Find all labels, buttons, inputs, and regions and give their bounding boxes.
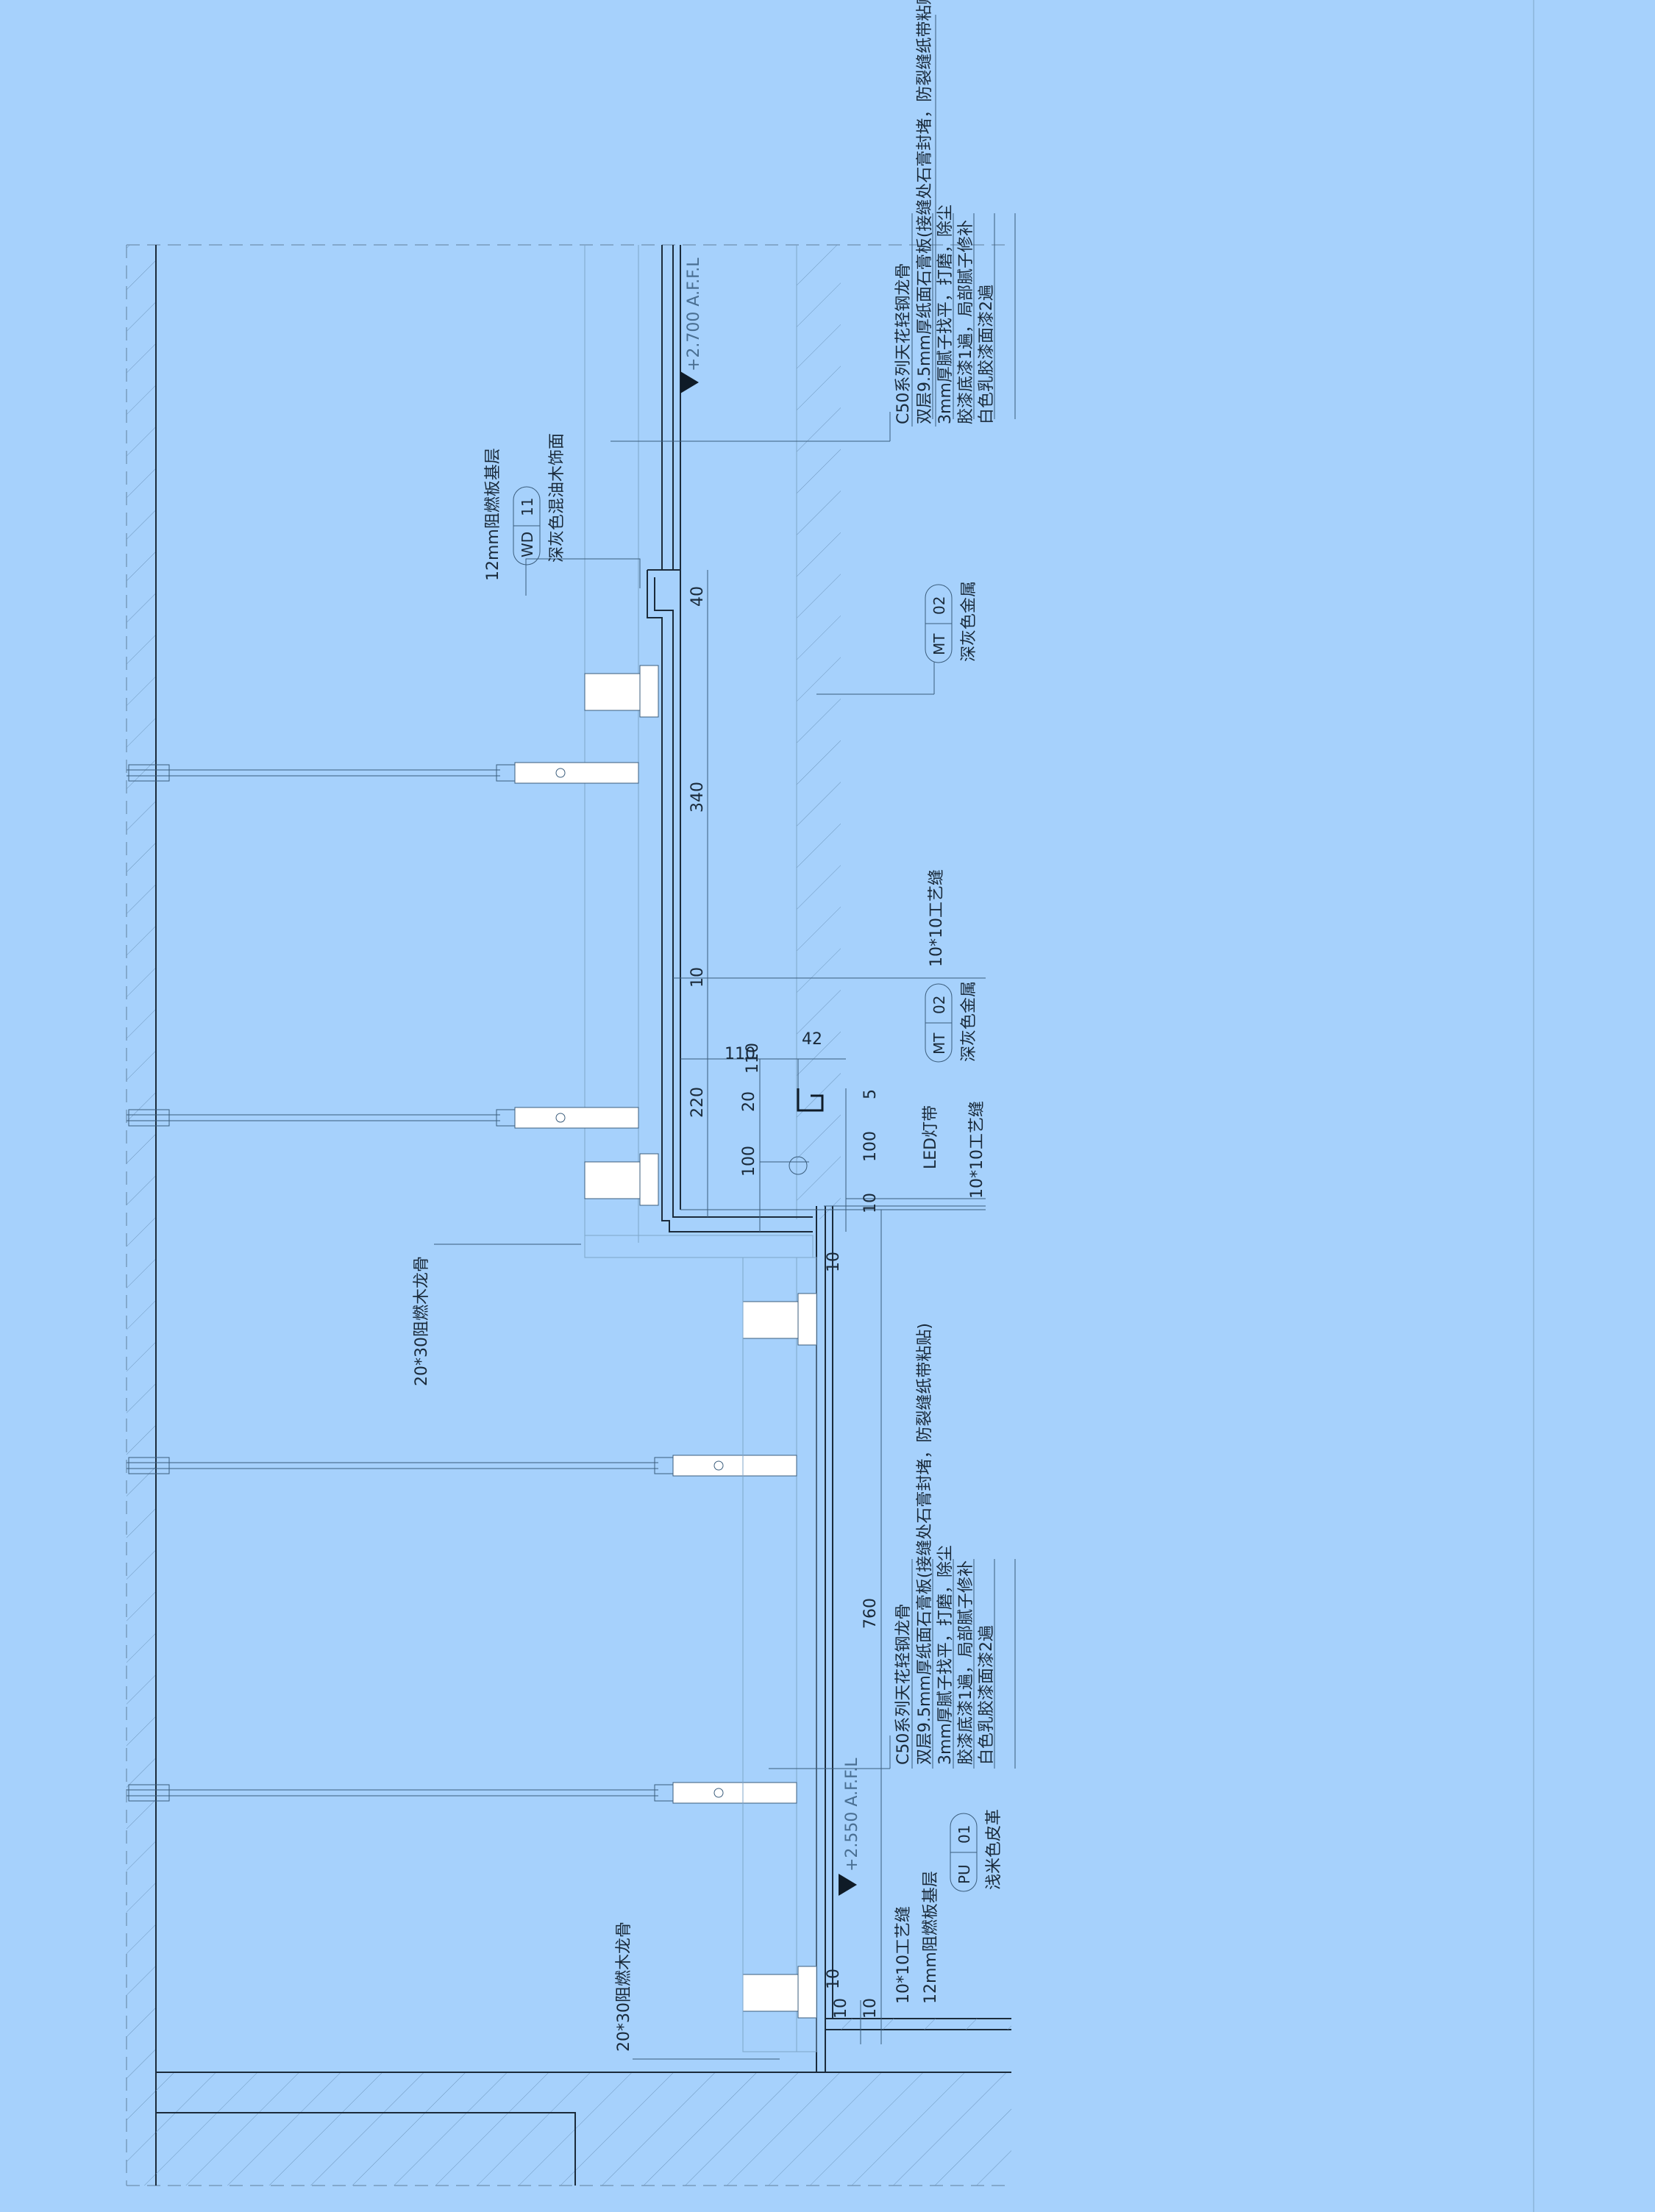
wd-material-note: 12mm阻燃板基层 WD 11 深灰色混油木饰面 [484,433,566,581]
spec-upper-line-3: 3mm厚腻子找平，打磨，除尘 [936,204,955,424]
board-base-label-lower: 12mm阻燃板基层 [922,1871,940,2004]
dim-760: 760 [861,1598,880,1629]
dim-10f: 10 [832,1998,850,2019]
elevation-marker-upper: +2.700 A.F.F.L [680,257,703,393]
wood-keel-label-lower: 20*30阻燃木龙骨 [615,1922,633,2052]
wd-note-title: 12mm阻燃板基层 [484,448,502,581]
wood-keel-label-upper: 20*30阻燃木龙骨 [413,1256,431,1386]
reference-lines [584,245,797,2052]
main-keel-blocks [584,665,817,2052]
hanger-rod-3 [127,1455,797,1477]
keel-block-4 [742,1966,817,2019]
hanger-rod-1 [127,762,639,784]
mt-lower-note: MT 02 深灰色金属 [925,981,978,1063]
pu-code: PU [955,1864,973,1884]
keel-block-3 [742,1293,817,1346]
spec-lower-line-5: 白色乳胶漆面漆2遍 [978,1625,996,1765]
dim-110b: 110 [744,1043,762,1074]
dim-10d: 10 [825,1969,843,1989]
dim-10b: 10 [861,1193,880,1213]
wd-tag-code: WD [519,532,536,557]
mt-upper-num: 02 [930,596,948,615]
led-strip-label: LED灯带 [922,1105,940,1169]
misc-labels: 10*10工艺缝 LED灯带 10*10工艺缝 20*30阻燃木龙骨 20*30… [413,869,986,2052]
upper-hatched-zone [796,245,841,1219]
craft-joint-label-1: 10*10工艺缝 [928,869,946,967]
elevation-upper-label: +2.700 A.F.F.L [685,257,703,371]
ceiling-spec-lower: C50系列天花轻钢龙骨 双层9.5mm厚纸面石膏板(接缝处石膏封堵，防裂缝纸带粘… [894,1323,1016,1769]
keel-block-2 [584,1153,659,1206]
dim-340: 340 [688,782,707,813]
dim-110a: 110 [725,1045,755,1063]
dim-40: 40 [688,586,707,607]
dim-10e: 10 [861,1998,880,2019]
mt-lower-num: 02 [930,996,948,1014]
mt-lower-desc: 深灰色金属 [960,981,978,1062]
spec-upper-line-2: 双层9.5mm厚纸面石膏板(接缝处石膏封堵，防裂缝纸带粘贴) [916,0,934,424]
mt-lower-code: MT [930,1032,948,1055]
mt-upper-note: MT 02 深灰色金属 [925,581,978,663]
dimension-labels: 40 340 10 220 110 42 110 20 100 100 5 10… [688,586,880,2019]
wd-tag-num: 11 [519,498,536,516]
mt-upper-code: MT [930,633,948,655]
pu-num: 01 [955,1825,973,1844]
dim-20: 20 [740,1091,758,1112]
spec-lower-line-4: 胶漆底漆1遍，局部腻子修补 [957,1560,975,1765]
craft-joint-label-2: 10*10工艺缝 [968,1101,986,1199]
pu-desc: 浅米色皮革 [985,1809,1003,1890]
elevation-marker-lower: +2.550 A.F.F.L [839,1758,861,1896]
leader-lines [434,412,986,2060]
dim-100a: 100 [740,1146,758,1177]
dim-10a: 10 [688,967,707,988]
spec-upper-line-1: C50系列天花轻钢龙骨 [894,263,913,424]
led-trough [760,1088,824,1175]
wall-section-bottom [156,2072,1011,2186]
dim-5: 5 [861,1089,880,1099]
spec-lower-line-2: 双层9.5mm厚纸面石膏板(接缝处石膏封堵，防裂缝纸带粘贴) [916,1323,934,1765]
keel-block-1 [584,665,659,718]
pu-note: PU 01 浅米色皮革 [950,1809,1003,1892]
spec-lower-line-1: C50系列天花轻钢龙骨 [894,1604,913,1765]
structural-slab [127,245,157,2186]
dim-100b: 100 [861,1131,880,1162]
hanger-rod-2 [127,1107,639,1129]
craft-joint-label-3: 10*10工艺缝 [894,1906,913,2004]
dimension-lines [673,570,986,2044]
elevation-lower-label: +2.550 A.F.F.L [843,1758,861,1872]
wd-note-desc: 深灰色混油木饰面 [548,433,566,563]
dim-42: 42 [802,1030,822,1049]
hanger-rod-4 [127,1782,797,1804]
dim-220: 220 [688,1087,707,1118]
dim-10c: 10 [825,1252,843,1272]
spec-lower-line-3: 3mm厚腻子找平，打磨，除尘 [936,1545,955,1765]
mt-upper-desc: 深灰色金属 [960,581,978,662]
spec-upper-line-4: 胶漆底漆1遍，局部腻子修补 [957,220,975,424]
spec-upper-line-5: 白色乳胶漆面漆2遍 [978,285,996,424]
ceiling-spec-upper: C50系列天花轻钢龙骨 双层9.5mm厚纸面石膏板(接缝处石膏封堵，防裂缝纸带粘… [894,0,1016,427]
upper-ceiling-board [647,245,813,1232]
